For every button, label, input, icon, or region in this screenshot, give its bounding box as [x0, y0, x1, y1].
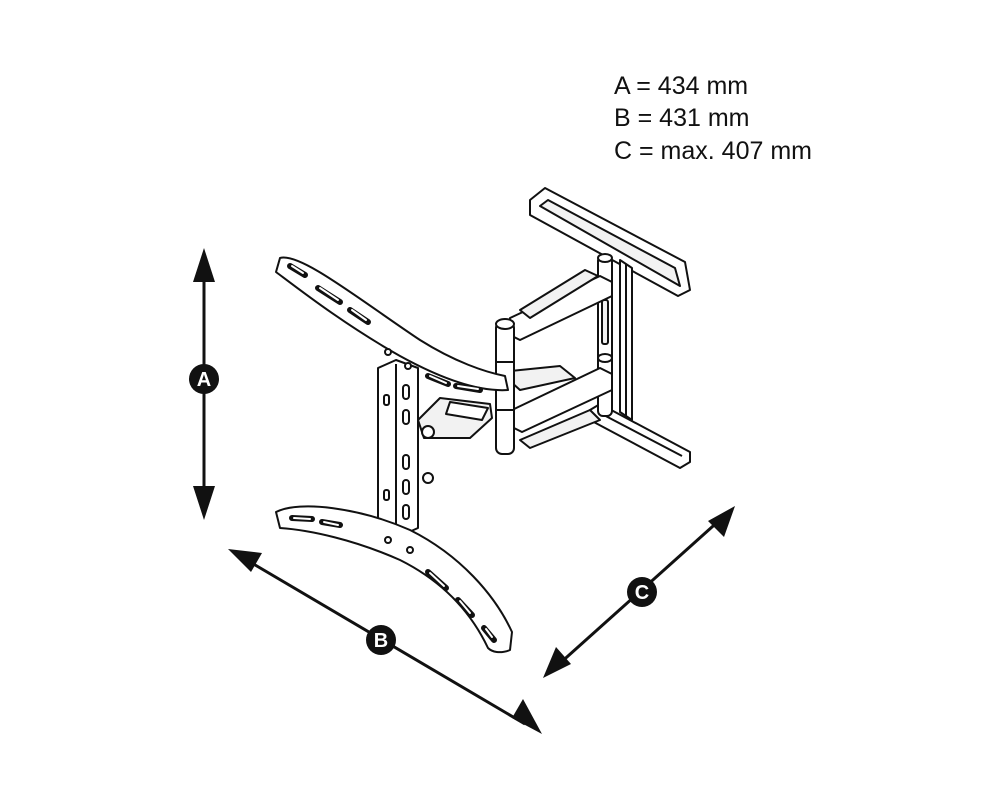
spec-c-text: C = max. 407 mm — [614, 137, 812, 165]
spec-a-text: A = 434 mm — [614, 72, 749, 100]
tilt-head — [417, 397, 493, 484]
badge-c: C — [627, 577, 657, 607]
top-rail — [275, 256, 509, 393]
badge-a-letter: A — [197, 369, 211, 391]
badge-b-letter: B — [374, 630, 388, 652]
badge-c-letter: C — [635, 582, 649, 604]
spec-b-text: B = 431 mm — [614, 104, 750, 132]
wall-plate — [529, 187, 691, 469]
vertical-bracket — [377, 359, 419, 537]
badge-a: A — [189, 364, 219, 394]
bottom-rail — [275, 505, 513, 654]
badge-b: B — [366, 625, 396, 655]
articulating-arms — [495, 269, 613, 455]
